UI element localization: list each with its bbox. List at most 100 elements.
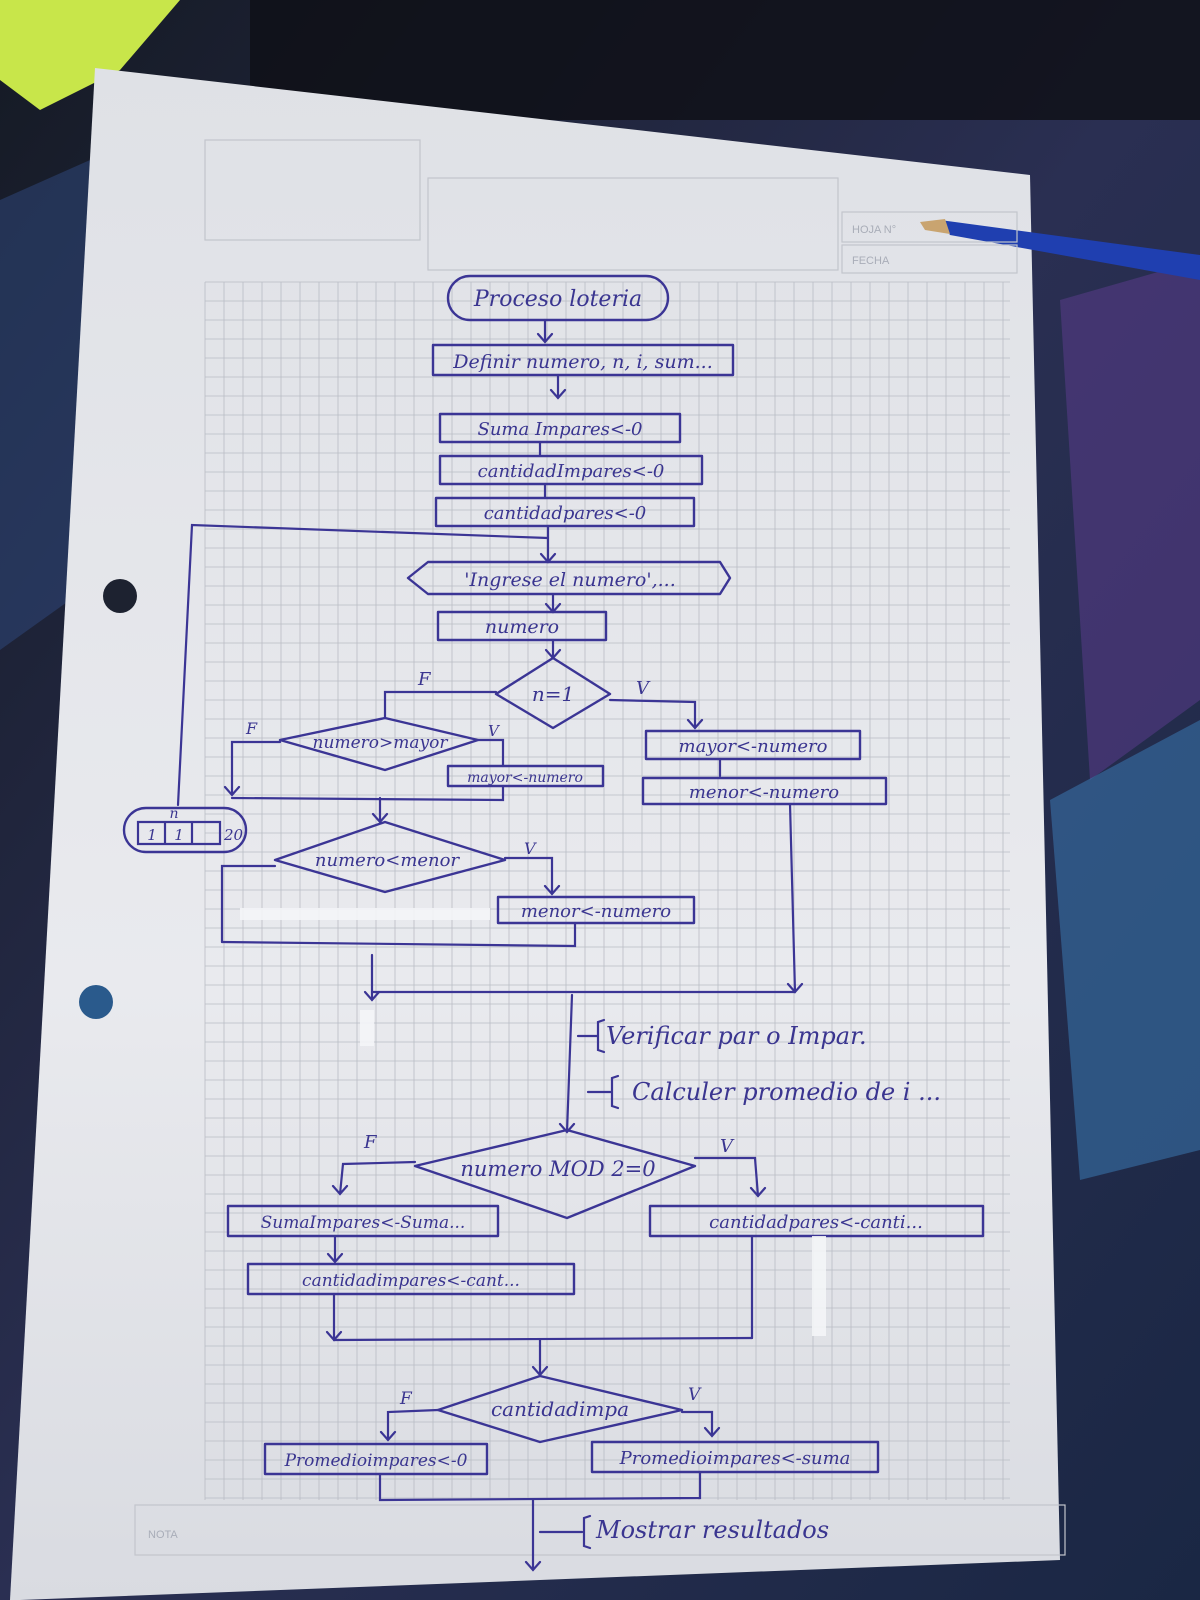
cond-mayor-diamond [278,716,480,772]
branch-mod-false [331,1160,417,1196]
merge-mayor [230,784,505,802]
loop-counter: n 1 1 20 [122,806,248,854]
branch-first-false [383,690,498,720]
branch-cantidad-false [379,1408,440,1442]
loop-counter-start: 1 [147,826,157,844]
correction-mark-2 [360,1010,374,1046]
binder-hole-top [103,579,137,613]
cantidad-false-label: Promedioimpares<-0 [284,1451,468,1471]
cond-first-label: n=1 [532,682,574,706]
start-terminator [446,274,670,322]
branch-menor-false [220,864,277,944]
arrow-final [524,1498,542,1572]
arrow-define-init [549,373,567,400]
comment-show-label: Mostrar resultados [595,1516,829,1544]
fecha-label: FECHA [852,255,890,267]
mat-purple-shape [1060,260,1200,780]
loop-counter-var: n [169,806,178,822]
init-suma-impares-box [438,412,682,444]
mod-false-cantidad-box [246,1262,576,1296]
paper-sheet [10,68,1060,1600]
merge-menor [220,921,577,948]
read-label: numero [485,616,559,638]
correction-mark-1 [240,908,490,920]
init-cantidad-impares-box [438,454,704,486]
comment-average-bracket [586,1074,620,1110]
arrow-init-input [539,524,557,564]
cond-menor-diamond [273,820,507,894]
arrow-mod-false-1 [326,1234,344,1264]
first-menor-box [641,776,888,806]
hoja-label: HOJA N° [852,224,896,236]
nota-label: NOTA [148,1529,178,1541]
init-suma-impares-label: Suma Impares<-0 [478,419,643,440]
branch-menor-true [503,856,561,896]
comment-show-bracket [538,1514,592,1550]
main-flow-down [558,993,576,1134]
loop-counter-end: 20 [223,826,244,844]
cond-mayor-false-label: F [245,719,258,738]
first-mayor-label: mayor<-numero [679,736,828,757]
highlighter [0,0,180,110]
arrow-start-define [536,318,554,344]
first-menor-label: menor<-numero [689,782,839,803]
loop-return-line [176,523,550,807]
cantidad-true-box [590,1440,880,1474]
cond-mod-diamond [413,1128,697,1220]
define-box [431,343,735,377]
pen [920,219,1200,280]
arrow-mayor-menor [371,796,389,824]
mat-left-shape [0,160,90,650]
sheet-footer: NOTA [134,1504,1066,1556]
branch-mod-true [693,1156,767,1198]
init-cantidad-pares-label: cantidadpares<-0 [484,503,647,524]
branch-mayor-false [223,740,282,797]
cond-first-false-label: F [417,669,432,690]
read-box [436,610,608,642]
mat-blue-shape [1050,720,1200,1180]
menor-assign-label: menor<-numero [521,901,671,922]
comment-average-label: Calculer promedio de i ... [632,1078,941,1106]
sheet-header: HOJA N° FECHA [204,139,1018,274]
mod-false-cantidad-label: cantidadimpares<-cant... [302,1271,520,1291]
cond-cantidad-true-label: V [688,1385,702,1405]
menor-assign-box [496,895,696,925]
cond-first-diamond [494,656,612,730]
mayor-assign-label: mayor<-numero [467,770,583,786]
cond-mod-true-label: V [720,1136,735,1157]
branch-mayor-true [476,738,505,768]
first-mayor-box [644,729,862,761]
cond-menor-label: numero<menor [315,850,461,871]
input-prompt-label: 'Ingrese el numero',... [464,569,676,591]
comment-verify-label: Verificar par o Impar. [606,1022,867,1050]
arrow-merge-down [363,953,381,1002]
cantidad-true-label: Promedioimpares<-suma [619,1448,851,1469]
cond-mayor-true-label: V [488,722,501,740]
cantidad-false-box [263,1442,489,1476]
cond-first-true-label: V [636,678,651,699]
mod-false-suma-box [226,1204,500,1238]
arrow-merge-cantidad [531,1338,549,1377]
cond-mayor-label: numero>mayor [313,733,449,753]
start-label: Proceso loteria [473,287,642,312]
mod-false-suma-label: SumaImpares<-Suma... [261,1213,466,1233]
cond-cantidad-diamond [436,1374,684,1444]
merge-cantidad-line [378,1470,702,1502]
correction-mark-3 [812,1236,826,1336]
branch-first-true [608,698,704,730]
init-cantidad-pares-box [434,496,696,528]
arrow-mod-false-down [325,1292,343,1342]
cond-cantidad-label: cantidadimpa [491,1397,629,1421]
cond-mod-false-label: F [363,1132,378,1153]
cond-menor-true-label: V [524,839,537,858]
comment-verify-bracket [576,1018,606,1054]
input-prompt-box [406,560,732,596]
branch-cantidad-true [680,1410,721,1438]
mod-true-label: cantidadpares<-canti... [709,1212,923,1233]
loop-counter-step: 1 [174,826,184,844]
binder-hole-bottom [79,985,113,1019]
init-cantidad-impares-label: cantidadImpares<-0 [478,461,665,482]
arrow-input-read [544,592,562,614]
